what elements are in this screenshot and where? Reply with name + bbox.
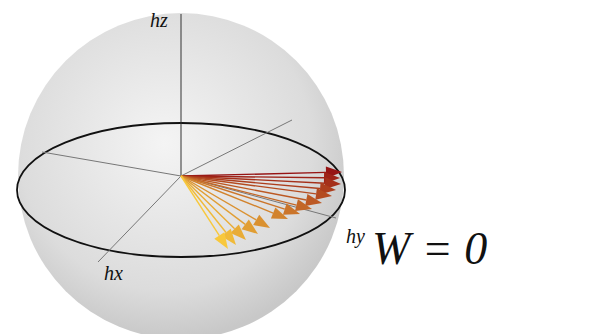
arrow-head <box>295 199 312 211</box>
arrow-shaft <box>181 176 285 209</box>
axis-line <box>42 152 181 176</box>
sphere <box>18 13 344 334</box>
field-arrows <box>181 166 342 249</box>
arrow-head <box>271 207 288 219</box>
axis-label: hy <box>346 226 365 246</box>
arrow-head <box>305 194 322 206</box>
arrow-shaft <box>181 172 326 176</box>
z-axis <box>181 14 182 176</box>
axis-line <box>181 120 292 176</box>
arrow-head <box>283 203 300 214</box>
arrow-head <box>315 188 332 200</box>
axis-label: hx <box>104 263 123 283</box>
arrow-shaft <box>181 176 235 229</box>
arrow-head <box>242 220 258 234</box>
arrow-shaft <box>181 176 273 213</box>
arrow-head <box>214 232 228 249</box>
arrow-shaft <box>181 176 226 232</box>
axis-label: hz <box>150 10 168 30</box>
arrow-shaft <box>181 176 296 205</box>
arrow-head <box>253 215 270 228</box>
arrow-shaft <box>181 176 219 236</box>
x-axis <box>98 176 181 262</box>
winding-number: W = 0 <box>372 226 487 272</box>
